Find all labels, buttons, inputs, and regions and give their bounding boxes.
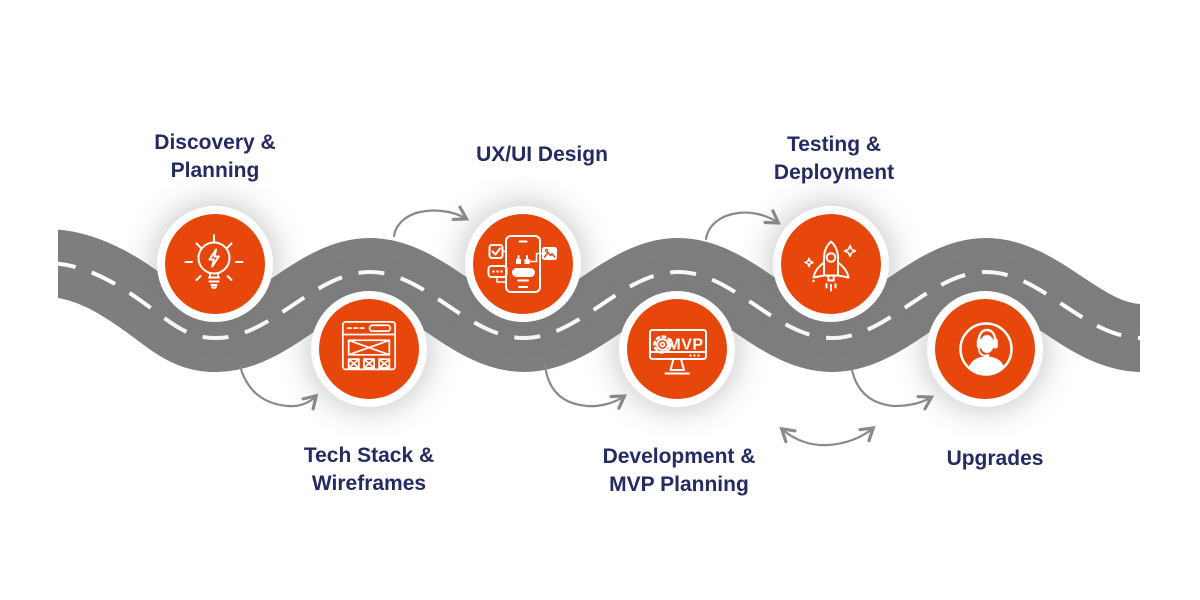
stage-circle-development: MVP bbox=[627, 299, 727, 399]
arrow-testing-to-upgrades bbox=[850, 368, 935, 411]
double-arrow-development-upgrades bbox=[779, 425, 876, 447]
label-line: Upgrades bbox=[946, 447, 1044, 470]
mvp-monitor-icon: MVP bbox=[649, 329, 707, 375]
road-center-dash-line bbox=[58, 261, 1140, 341]
stage-label-upgrades: Upgrades bbox=[855, 445, 1135, 473]
label-line: Deployment bbox=[773, 161, 895, 184]
support-headset-icon bbox=[959, 322, 1013, 376]
rocket-launch-icon bbox=[804, 240, 857, 292]
stage-circle-upgrades bbox=[935, 299, 1035, 399]
label-line: Discovery & bbox=[154, 131, 276, 154]
stage-label-discovery: Discovery & Planning bbox=[75, 129, 355, 185]
wireframe-browser-icon bbox=[341, 321, 397, 371]
arrow-techstack-to-uxui bbox=[392, 205, 470, 238]
mobile-ux-design-icon bbox=[487, 235, 557, 293]
stage-circle-testing bbox=[781, 214, 881, 314]
label-line: UX/UI Design bbox=[476, 143, 608, 166]
label-line: Development & bbox=[602, 445, 756, 468]
mvp-icon-text: MVP bbox=[667, 337, 703, 354]
stage-label-techstack: Tech Stack & Wireframes bbox=[229, 442, 509, 498]
stage-circle-techstack bbox=[319, 299, 419, 399]
stage-label-development: Development & MVP Planning bbox=[539, 443, 819, 499]
label-line: Wireframes bbox=[311, 472, 427, 495]
label-line: Tech Stack & bbox=[303, 444, 435, 467]
label-line: Planning bbox=[170, 159, 260, 182]
stage-circle-uxui bbox=[473, 214, 573, 314]
arrow-development-to-testing bbox=[704, 209, 781, 241]
stage-label-uxui: UX/UI Design bbox=[402, 141, 682, 169]
stage-circle-discovery bbox=[165, 214, 265, 314]
lightbulb-idea-icon bbox=[184, 234, 244, 289]
stage-label-testing: Testing & Deployment bbox=[694, 131, 974, 187]
arrow-discovery-to-techstack bbox=[238, 364, 319, 411]
arrow-uxui-to-development bbox=[543, 363, 627, 410]
label-line: MVP Planning bbox=[609, 473, 749, 496]
label-line: Testing & bbox=[786, 133, 882, 156]
